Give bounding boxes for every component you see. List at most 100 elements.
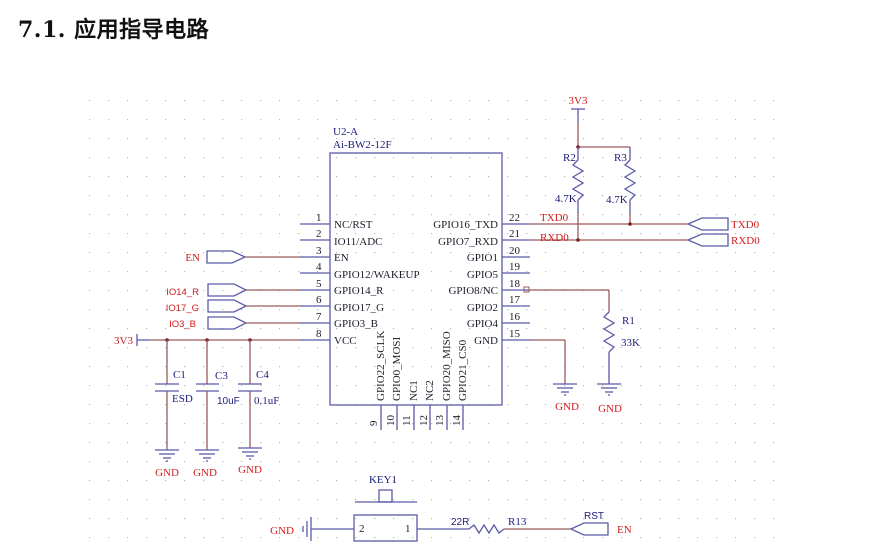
pin-number: 16 [509,311,521,323]
pin-number: 9 [368,420,380,426]
vcc-rail: 3V3 [114,334,300,347]
resistor-icon [571,159,585,201]
net-label-rxd: RXD0 [540,232,569,244]
gnd-label: GND [155,467,179,479]
gnd-label: GND [555,401,579,413]
pin-number: 17 [509,294,521,306]
pin-name: VCC [334,335,357,347]
pin-name: GPIO22_SCLK [375,331,387,401]
pin-name: GPIO7_RXD [438,236,498,248]
pin-number: 21 [509,228,520,240]
vcc-label: 3V3 [569,95,588,107]
reset-circuit: GND KEY1 2 1 22R R13 RST EN [270,474,632,542]
pin-name: GPIO14_R [334,285,384,297]
pin-number: 4 [316,261,322,273]
port-shape [207,316,248,330]
gnd-label: GND [270,525,294,537]
port-label: TXD0 [731,219,760,231]
pin-number: 8 [316,328,322,340]
port-label: IO14_R [166,287,199,298]
ground-icon [155,449,179,462]
pin-number: 14 [451,415,463,427]
port-shape [207,283,248,297]
port-label: IO3_B [169,319,196,330]
pushbutton-key1: KEY1 2 1 [353,474,418,542]
pin-number: 5 [316,278,322,290]
left-ports: EN IO14_R IO17_G IO3_B [166,250,300,330]
port-label: EN [617,524,632,536]
resistor-r3: R3 4.7K [606,147,637,214]
pin-number: 6 [316,294,322,306]
module-u2: U2-A Ai-BW2-12F 1 2 3 4 5 6 7 8 NC/RST I… [300,126,530,430]
capacitor-c4: C4 0.1uF GND [238,340,279,476]
port-shape [206,250,247,264]
module-right-pins: 22 21 20 19 18 17 16 15 GPIO16_TXD GPIO7… [433,212,530,347]
pin-name: NC/RST [334,219,373,231]
port-io14-r: IO14_R [166,283,300,298]
pin-name: NC2 [424,380,436,401]
port-io3-b: IO3_B [169,316,300,330]
port-shape [686,217,729,231]
capacitor-ref: C3 [215,370,228,382]
pin-name: GPIO21_CS0 [457,339,469,401]
junction-dot [576,238,580,242]
resistor-ref: R1 [622,315,635,327]
section-heading: 7.1. 应用指导电路 [18,17,210,43]
port-shape [569,522,609,536]
module-part-number: Ai-BW2-12F [333,139,392,151]
port-txd0: TXD0 [686,217,760,231]
resistor-value: 33K [621,337,640,349]
pin-name: GPIO20_MISO [441,331,453,401]
pin-name: GPIO2 [467,302,498,314]
vcc-label: 3V3 [114,335,133,347]
resistor-ref: R2 [563,152,576,164]
pin-name: IO11/ADC [334,236,382,248]
switch-body [353,514,418,542]
ground-icon [195,449,219,462]
resistor-r2: R2 4.7K [555,147,585,214]
resistor-value: 4.7K [555,193,577,205]
resistor-value: 4.7K [606,194,628,206]
resistor-r13: 22R R13 [451,516,527,535]
port-label: RXD0 [731,235,760,247]
pin-name: GPIO12/WAKEUP [334,269,420,281]
pin-number: 20 [509,245,521,257]
port-en-reset: EN [569,522,632,536]
pin-name: GPIO1 [467,252,498,264]
pin-number: 1 [316,212,322,224]
capacitor-value: ESD [172,393,193,405]
pin-name: GPIO3_B [334,318,378,330]
pin-number: 12 [418,415,430,426]
capacitor-ref: C1 [173,369,186,381]
resistor-icon [602,311,616,353]
pin-number: 13 [434,415,446,427]
pin-name: GPIO17_G [334,302,384,314]
resistor-ref: R13 [508,516,527,528]
capacitor-ref: C4 [256,369,269,381]
pin-number: 18 [509,278,521,290]
net-label-rst: RST [584,511,604,522]
junction-dot [628,222,632,226]
port-rxd0: RXD0 [686,233,760,247]
net-label-txd: TXD0 [540,212,569,224]
port-label: EN [185,252,200,264]
port-io17-g: IO17_G [166,299,300,314]
module-designator: U2-A [333,126,358,138]
pin-name: NC1 [408,380,420,401]
resistor-r1: R1 33K GND [523,286,640,415]
pin-name: EN [334,252,349,264]
module-body [329,152,503,406]
capacitor-value: 10uF [217,396,240,407]
resistor-icon [468,523,505,535]
pin15-ground: GND [530,339,579,413]
pin-number: 19 [509,261,521,273]
module-left-pins: 1 2 3 4 5 6 7 8 NC/RST IO11/ADC EN GPIO1… [300,212,420,347]
pin-name: GPIO5 [467,269,499,281]
port-shape [686,233,729,247]
gnd-label: GND [193,467,217,479]
ground-icon [553,383,577,396]
resistor-value: 22R [451,517,469,528]
pin-number: 7 [316,311,322,323]
capacitor-c1: C1 ESD GND [155,340,193,479]
